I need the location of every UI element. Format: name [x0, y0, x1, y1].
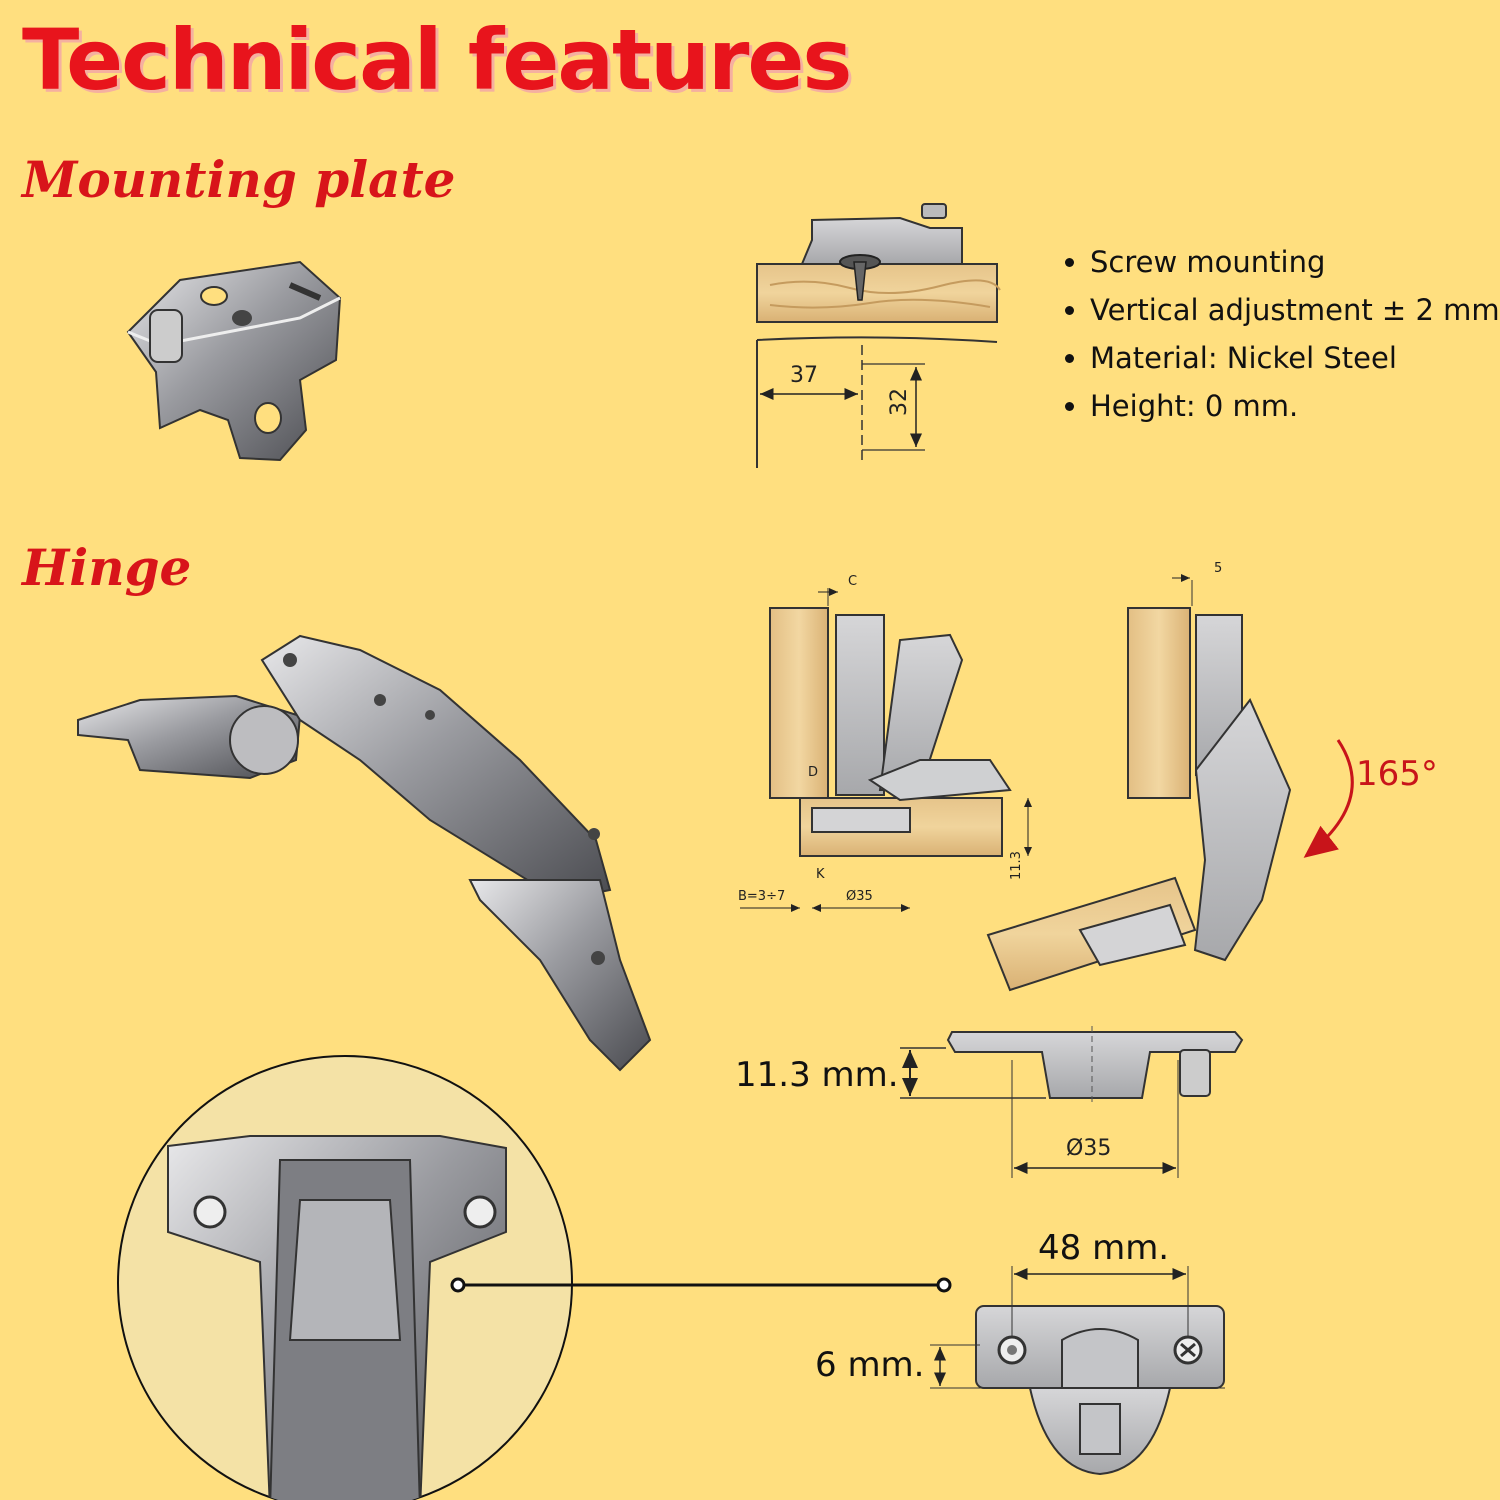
- dim-d: D: [808, 765, 818, 780]
- dim-37: 37: [790, 363, 818, 388]
- spec-list: Screw mounting Vertical adjustment ± 2 m…: [1060, 238, 1500, 430]
- hinge-photo: [77, 634, 652, 1072]
- dim-c: C: [848, 574, 857, 589]
- spec-item: Screw mounting: [1090, 238, 1500, 286]
- hinge-detail-zoom: [117, 1055, 952, 1500]
- dim-32: 32: [887, 388, 912, 416]
- dim-35-cup: Ø35: [1066, 1136, 1111, 1161]
- opening-angle-label: 165°: [1356, 754, 1438, 794]
- wing-plate-drawing: [930, 1266, 1225, 1476]
- section-heading-hinge: Hinge: [22, 538, 192, 597]
- dim-35-small: Ø35: [846, 889, 873, 904]
- dim-11-3-small: 11.3: [1009, 851, 1024, 880]
- page-title: Technical features: [22, 11, 852, 109]
- spec-item: Material: Nickel Steel: [1090, 334, 1500, 382]
- wing-offset-label: 6 mm.: [815, 1345, 925, 1385]
- hinge-open-drawing: 5 165°: [986, 561, 1438, 992]
- mounting-plate-drawing: 37 32: [756, 203, 1001, 468]
- cup-profile-drawing: Ø35: [900, 1026, 1244, 1178]
- section-heading-mounting-plate: Mounting plate: [22, 150, 456, 209]
- wing-spacing-label: 48 mm.: [1038, 1228, 1170, 1268]
- dim-k: K: [816, 867, 825, 882]
- dim-5: 5: [1214, 561, 1222, 576]
- hinge-closed-drawing: C D 11.3 K B=3÷7 Ø35: [738, 574, 1032, 912]
- dim-b: B=3÷7: [738, 889, 785, 904]
- cup-depth-label: 11.3 mm.: [735, 1055, 899, 1095]
- spec-item: Vertical adjustment ± 2 mm: [1090, 286, 1500, 334]
- spec-item: Height: 0 mm.: [1090, 382, 1500, 430]
- mounting-plate-photo: [126, 260, 342, 462]
